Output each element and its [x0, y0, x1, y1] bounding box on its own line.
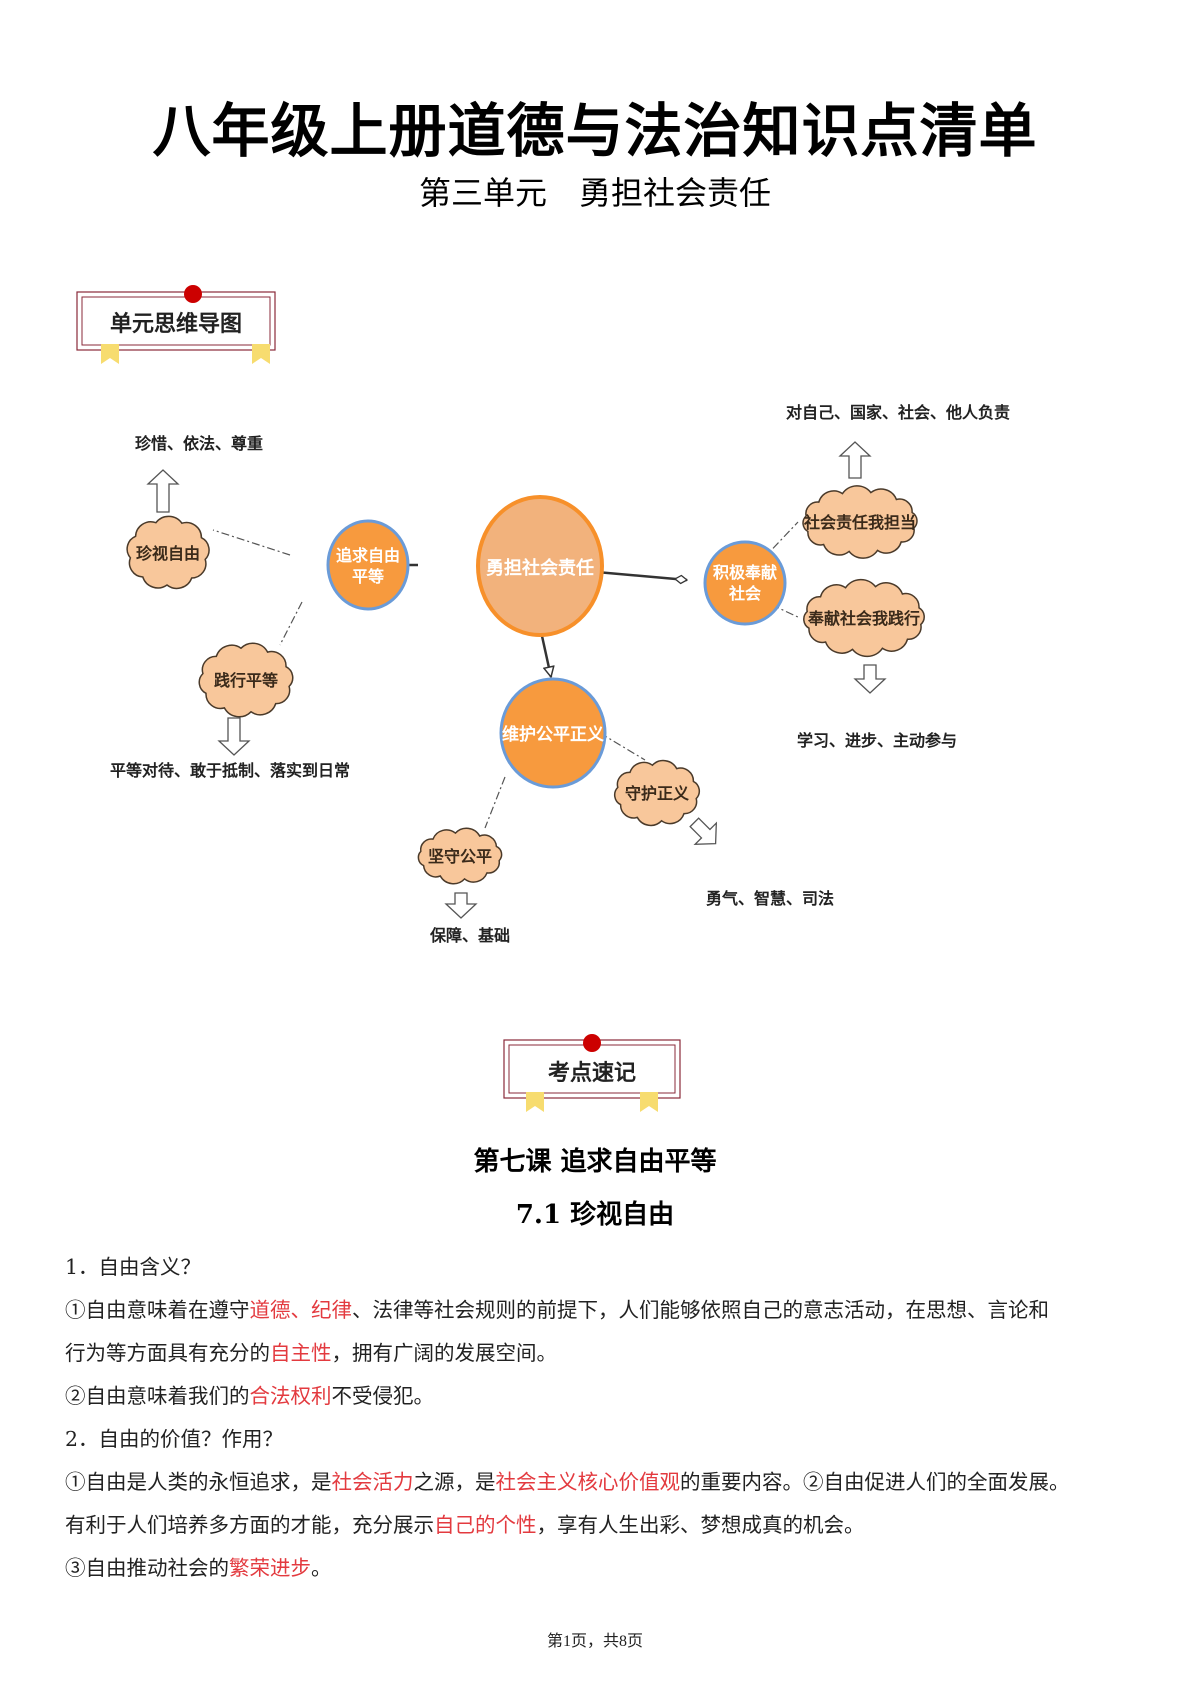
section-label-mindmap: 单元思维导图: [76, 285, 276, 364]
node-justice-label: 维护公平正义: [502, 724, 604, 745]
content-line: ①自由意味着在遵守道德、纪律、法律等社会规则的前提下，人们能够依照自己的意志活动…: [65, 1293, 1145, 1323]
text-segment: 1．自由含义？: [65, 1255, 202, 1279]
highlight-keyword: 社会主义核心价值观: [495, 1470, 681, 1494]
text-segment: ，拥有广阔的发展空间。: [331, 1341, 558, 1365]
arrow-up-icon: [838, 441, 872, 479]
lesson-title: 第七课 追求自由平等: [473, 1147, 717, 1177]
text-segment: 有利于人们培养多方面的才能，充分展示: [65, 1513, 434, 1537]
highlight-keyword: 繁荣进步: [229, 1556, 311, 1580]
cloud-cherish: 珍视自由: [126, 515, 210, 590]
arrow-down-icon: [444, 892, 478, 919]
connector-center-justice: [540, 635, 551, 677]
highlight-keyword: 自主性: [270, 1341, 332, 1365]
content-line: ①自由是人类的永恒追求，是社会活力之源，是社会主义核心价值观的重要内容。②自由促…: [65, 1465, 1145, 1495]
section-label-keypoints: 考点速记: [503, 1034, 681, 1112]
cloud-dedicate-label: 奉献社会我践行: [807, 609, 920, 628]
content-line: 1．自由含义？: [65, 1250, 1145, 1280]
cloud-responsibility-label: 社会责任我担当: [803, 513, 916, 532]
cloud-dedicate: 奉献社会我践行: [803, 578, 925, 658]
note-responsibility: 对自己、国家、社会、他人负责: [786, 403, 1010, 422]
pin-icon: [583, 1034, 601, 1052]
text-segment: ，享有人生出彩、梦想成真的机会。: [536, 1513, 865, 1537]
note-cherish: 珍惜、依法、尊重: [135, 434, 263, 453]
highlight-keyword: 社会活力: [331, 1470, 414, 1494]
arrow-up-icon: [146, 469, 180, 513]
content-line: 有利于人们培养多方面的才能，充分展示自己的个性，享有人生出彩、梦想成真的机会。: [65, 1508, 1145, 1538]
node-freedom-label-1: 追求自由: [336, 546, 400, 565]
text-segment: ①自由意味着在遵守: [65, 1298, 250, 1322]
cloud-shape: [126, 515, 210, 590]
arrow-down-icon: [853, 664, 887, 694]
content-line: 2．自由的价值？作用？: [65, 1422, 1145, 1452]
cloud-guard: 守护正义: [613, 759, 701, 827]
arrow-diagonal-icon: [689, 817, 718, 846]
node-society-label-1: 积极奉献: [713, 563, 777, 582]
dash-justice-guard: [599, 732, 646, 761]
content-line: 行为等方面具有充分的自主性，拥有广阔的发展空间。: [65, 1336, 1145, 1366]
dash-freedom-cherish: [212, 529, 291, 556]
block-arrows: [146, 441, 887, 919]
highlight-keyword: 合法权利: [249, 1384, 332, 1408]
note-practice: 平等对待、敢于抵制、落实到日常: [110, 761, 350, 780]
document-title: 八年级上册道德与法治知识点清单: [152, 97, 1038, 165]
cloud-responsibility: 社会责任我担当: [802, 485, 918, 559]
section-label-text: 考点速记: [548, 1060, 636, 1086]
cloud-shape: [417, 827, 503, 885]
text-segment: 行为等方面具有充分的: [65, 1341, 270, 1365]
node-freedom-label-2: 平等: [352, 567, 384, 586]
text-segment: 。: [311, 1556, 332, 1580]
text-segment: 之源，是: [413, 1470, 496, 1494]
text-segment: ③自由推动社会的: [65, 1556, 229, 1580]
section-label-text: 单元思维导图: [110, 311, 242, 337]
unit-subtitle: 第三单元 勇担社会责任: [418, 174, 771, 212]
cloud-practice: 践行平等: [198, 642, 294, 718]
arrow-down-icon: [217, 717, 251, 756]
ribbon-icon: [252, 344, 270, 364]
section-title: 7.1 珍视自由: [515, 1200, 675, 1230]
dash-society-responsibility: [761, 521, 799, 561]
node-center: 勇担社会责任: [476, 495, 604, 637]
cloud-fair: 坚守公平: [417, 827, 503, 885]
content-line: ③自由推动社会的繁荣进步。: [65, 1551, 1145, 1581]
node-freedom: 追求自由 平等: [326, 519, 410, 611]
ribbon-icon: [640, 1092, 658, 1112]
note-dedicate: 学习、进步、主动参与: [797, 731, 957, 750]
note-guard: 勇气、智慧、司法: [706, 889, 834, 908]
highlight-keyword: 道德、纪律: [249, 1298, 353, 1322]
text-segment: 、法律等社会规则的前提下，人们能够依照自己的意志活动，在思想、言论和: [352, 1298, 1049, 1322]
node-society: 积极奉献 社会: [703, 540, 787, 626]
text-segment: ①自由是人类的永恒追求，是: [65, 1470, 332, 1494]
dash-freedom-practice: [279, 601, 303, 646]
content-line: ②自由意味着我们的合法权利不受侵犯。: [65, 1379, 1145, 1409]
cloud-shape: [198, 642, 294, 718]
highlight-keyword: 自己的个性: [434, 1513, 537, 1537]
cloud-cherish-label: 珍视自由: [136, 544, 200, 563]
dash-justice-fair: [484, 776, 506, 829]
pin-icon: [184, 285, 202, 303]
cloud-shape: [802, 485, 918, 559]
text-segment: 的重要内容。②自由促进人们的全面发展。: [680, 1470, 1070, 1494]
ribbon-icon: [101, 344, 119, 364]
text-segment: 2．自由的价值？作用？: [65, 1427, 284, 1451]
node-society-label-2: 社会: [728, 584, 761, 603]
text-segment: ②自由意味着我们的: [65, 1384, 250, 1408]
cloud-shape: [613, 759, 701, 827]
note-fair: 保障、基础: [429, 926, 510, 945]
cloud-fair-label: 坚守公平: [428, 847, 492, 866]
node-justice: 维护公平正义: [499, 677, 607, 789]
cloud-guard-label: 守护正义: [625, 784, 689, 803]
cloud-shape: [803, 578, 925, 658]
cloud-practice-label: 践行平等: [214, 671, 278, 690]
node-center-label: 勇担社会责任: [486, 557, 594, 579]
text-segment: 不受侵犯。: [331, 1384, 435, 1408]
page-footer: 第1页，共8页: [546, 1633, 643, 1650]
ribbon-icon: [526, 1092, 544, 1112]
